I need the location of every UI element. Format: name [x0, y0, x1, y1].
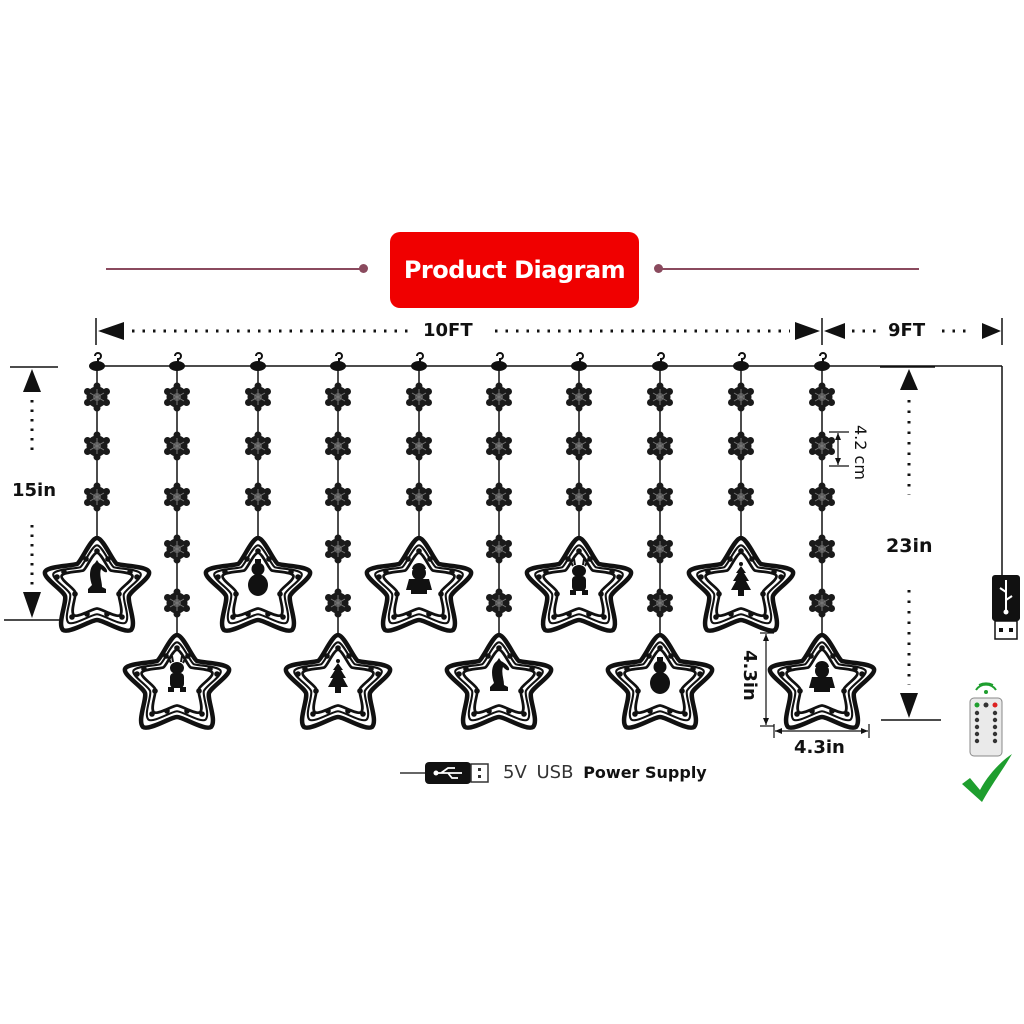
usb-plug-icon — [992, 575, 1020, 640]
strand-4 — [286, 352, 390, 728]
star-height-label: 4.3in — [739, 650, 760, 701]
star-size-dimension — [760, 632, 870, 738]
width-dimension-10ft — [95, 318, 823, 345]
height-dimension-15in — [4, 366, 62, 621]
usb-power-icon — [400, 762, 489, 784]
title-dot-left — [359, 264, 368, 273]
strand-6 — [447, 352, 551, 728]
strand-2 — [125, 352, 229, 728]
remote-control-icon — [969, 682, 1003, 757]
checkmark-icon — [962, 754, 1012, 802]
power-voltage: 5V — [503, 762, 527, 783]
page-title-text: Product Diagram — [403, 256, 626, 284]
height-label-15in: 15in — [12, 480, 57, 501]
title-dot-right — [654, 264, 663, 273]
snowflake-spacing-label: 4.2 cm — [851, 425, 870, 480]
title-line-left — [106, 268, 362, 270]
title-line-right — [660, 268, 919, 270]
height-dimension-23in — [880, 366, 941, 721]
height-label-23in: 23in — [886, 535, 933, 557]
strand-5 — [367, 352, 471, 631]
top-wire — [97, 365, 1003, 575]
strand-9 — [689, 352, 793, 631]
star-width-label: 4.3in — [794, 737, 845, 758]
width-label-9ft: 9FT — [888, 320, 926, 341]
power-type: USB — [536, 762, 574, 783]
strand-1 — [45, 352, 149, 631]
snowflake-spacing-dimension — [829, 431, 849, 467]
strand-3 — [206, 352, 310, 631]
power-supply-label: 5V USB Power Supply — [503, 762, 707, 783]
width-label-10ft: 10FT — [423, 320, 473, 341]
strand-7 — [527, 352, 631, 631]
power-label: Power Supply — [583, 763, 707, 782]
strand-10 — [770, 352, 874, 728]
strand-8 — [608, 352, 712, 728]
page-title: Product Diagram — [390, 232, 639, 308]
width-dimension-9ft — [824, 318, 1003, 345]
